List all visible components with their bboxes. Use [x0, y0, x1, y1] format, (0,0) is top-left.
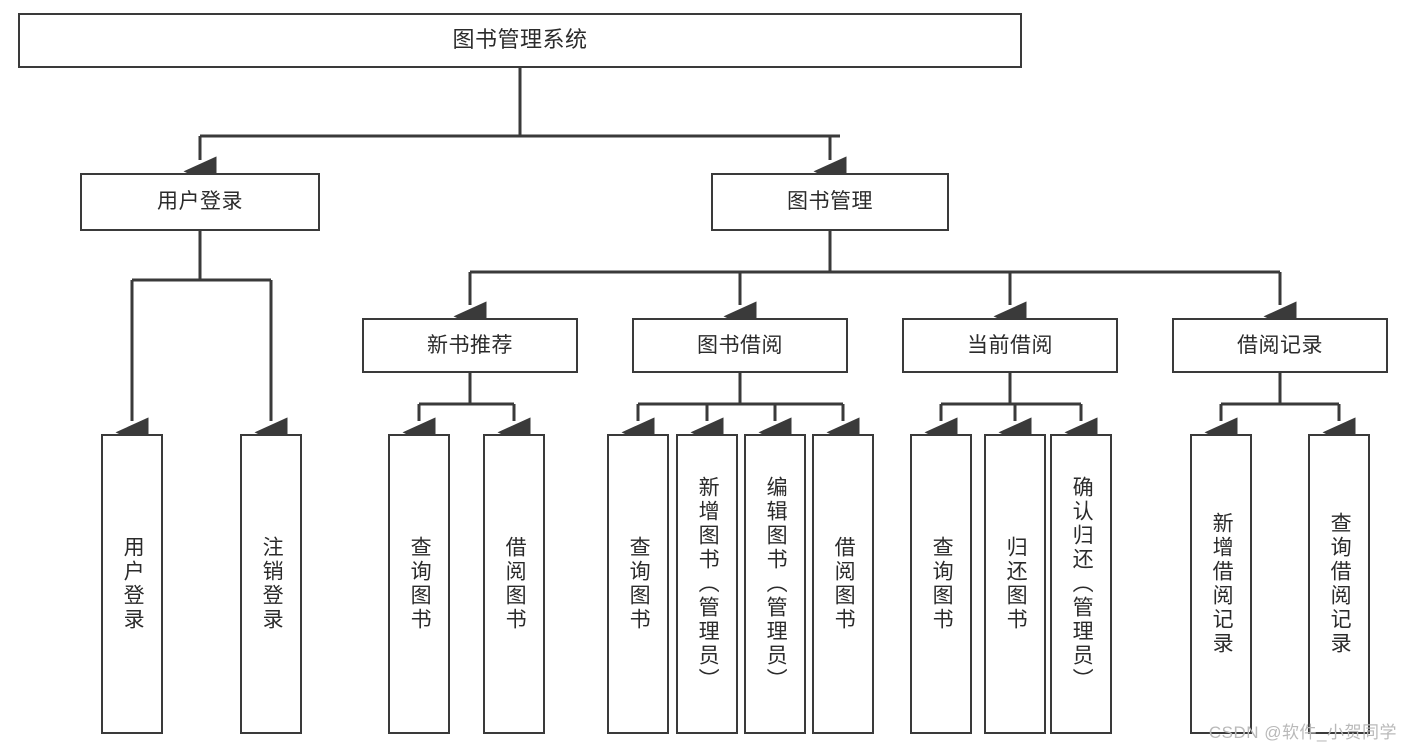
node-book-manage[interactable]: 图书管理 — [711, 173, 949, 231]
node-book-borrow[interactable]: 图书借阅 — [632, 318, 848, 373]
node-root[interactable]: 图书管理系统 — [18, 13, 1022, 68]
node-leaf-query-book-borrow[interactable]: 查询图书 — [607, 434, 669, 734]
node-leaf-user-logout-label: 注销登录 — [260, 536, 284, 632]
node-leaf-query-book-cur-label: 查询图书 — [930, 536, 954, 632]
node-leaf-borrow-book-rec[interactable]: 借阅图书 — [483, 434, 545, 734]
node-leaf-edit-book-admin-label: 编辑图书（管理员） — [764, 476, 788, 692]
node-leaf-add-book-admin-label: 新增图书（管理员） — [696, 476, 720, 692]
node-new-book-recommend[interactable]: 新书推荐 — [362, 318, 578, 373]
node-leaf-add-borrow-record-label: 新增借阅记录 — [1210, 512, 1234, 656]
node-leaf-return-book[interactable]: 归还图书 — [984, 434, 1046, 734]
node-book-borrow-label: 图书借阅 — [697, 333, 783, 357]
node-leaf-query-book-rec[interactable]: 查询图书 — [388, 434, 450, 734]
node-borrow-record-label: 借阅记录 — [1237, 333, 1323, 357]
node-leaf-add-book-admin[interactable]: 新增图书（管理员） — [676, 434, 738, 734]
node-leaf-query-book-rec-label: 查询图书 — [408, 536, 432, 632]
node-current-borrow-label: 当前借阅 — [967, 333, 1053, 357]
node-user-login-label: 用户登录 — [157, 190, 243, 214]
node-current-borrow[interactable]: 当前借阅 — [902, 318, 1118, 373]
node-user-login[interactable]: 用户登录 — [80, 173, 320, 231]
node-leaf-borrow-book-label: 借阅图书 — [832, 536, 856, 632]
node-leaf-user-login-label: 用户登录 — [121, 536, 145, 632]
node-root-label: 图书管理系统 — [452, 27, 588, 53]
node-book-manage-label: 图书管理 — [787, 190, 873, 214]
node-leaf-confirm-return-admin-label: 确认归还（管理员） — [1070, 476, 1094, 692]
watermark: CSDN @软件_小贺同学 — [1208, 723, 1397, 742]
node-leaf-query-book-cur[interactable]: 查询图书 — [910, 434, 972, 734]
node-leaf-query-borrow-record[interactable]: 查询借阅记录 — [1308, 434, 1370, 734]
node-leaf-edit-book-admin[interactable]: 编辑图书（管理员） — [744, 434, 806, 734]
node-leaf-user-logout[interactable]: 注销登录 — [240, 434, 302, 734]
node-new-book-recommend-label: 新书推荐 — [427, 333, 513, 357]
node-leaf-query-book-borrow-label: 查询图书 — [627, 536, 651, 632]
node-leaf-borrow-book-rec-label: 借阅图书 — [503, 536, 527, 632]
node-leaf-add-borrow-record[interactable]: 新增借阅记录 — [1190, 434, 1252, 734]
node-leaf-user-login[interactable]: 用户登录 — [101, 434, 163, 734]
node-leaf-borrow-book[interactable]: 借阅图书 — [812, 434, 874, 734]
node-borrow-record[interactable]: 借阅记录 — [1172, 318, 1388, 373]
node-leaf-return-book-label: 归还图书 — [1004, 536, 1028, 632]
node-leaf-confirm-return-admin[interactable]: 确认归还（管理员） — [1050, 434, 1112, 734]
node-leaf-query-borrow-record-label: 查询借阅记录 — [1328, 512, 1352, 656]
